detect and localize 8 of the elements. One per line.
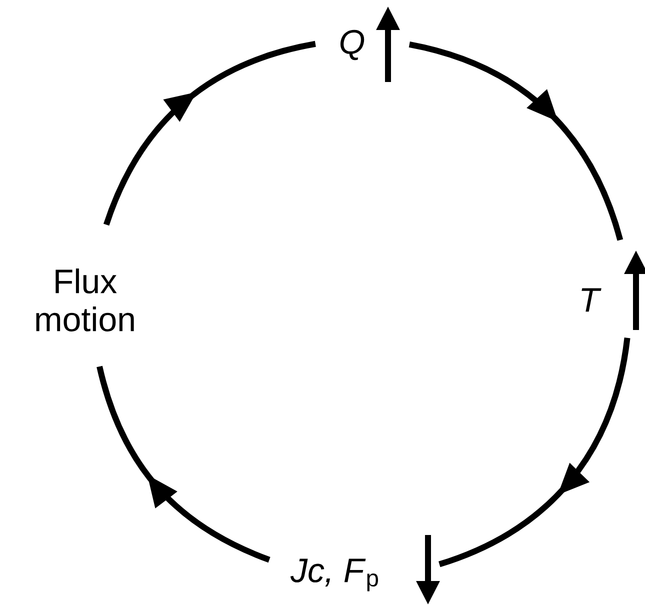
node-label: Q [340, 30, 364, 60]
node-label: Jc, F$_{p}$ [290, 558, 378, 592]
node-label: T [582, 288, 602, 312]
arrow [96, 366, 270, 563]
arrow [408, 41, 624, 241]
arrow [438, 337, 630, 568]
arrow [103, 40, 316, 226]
node-label: Flux motion [36, 268, 134, 332]
